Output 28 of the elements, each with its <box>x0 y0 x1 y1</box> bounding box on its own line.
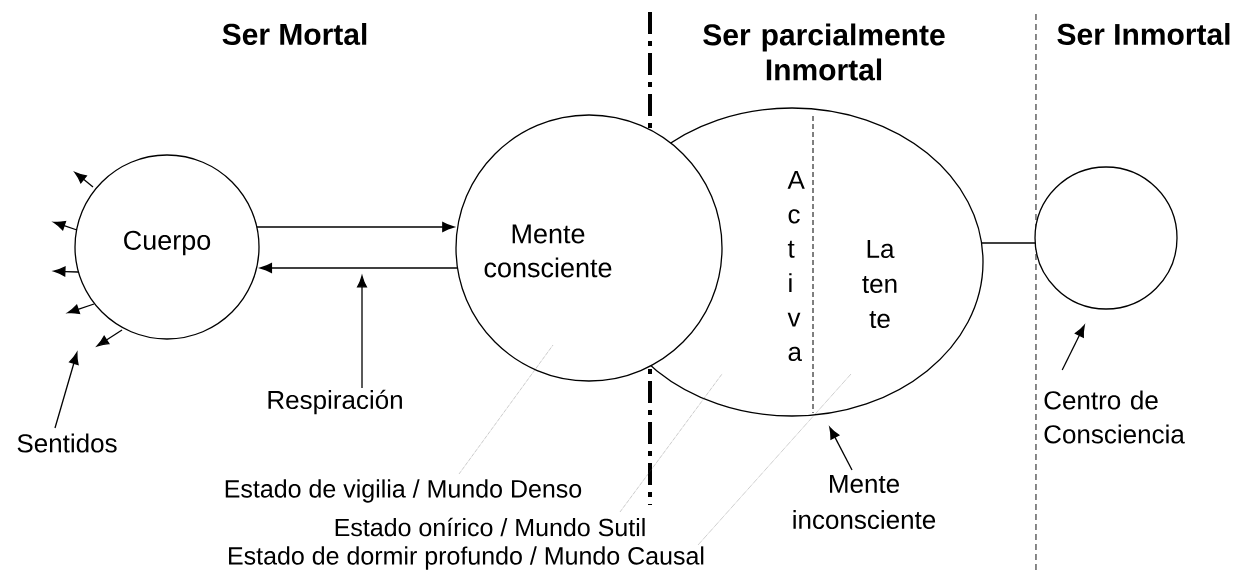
leader-line <box>697 373 852 546</box>
arrow <box>96 329 123 347</box>
text-label: Estado de dormir profundo / Mundo Causal <box>229 546 704 570</box>
arrow <box>256 222 455 232</box>
circle-node: Mente consciente <box>455 114 723 382</box>
heading: Ser Mortal <box>222 23 367 45</box>
leader-line <box>458 344 554 475</box>
circle-node: Cuerpo <box>74 154 260 340</box>
arrow <box>67 303 95 315</box>
text-label: Estado de vigilia / Mundo Denso <box>225 479 582 503</box>
text-label: Respiración <box>268 389 402 415</box>
circle-node <box>1034 166 1178 310</box>
heading: Ser Inmortal <box>1057 23 1230 45</box>
arrow <box>53 220 78 231</box>
text-label: Estado onírico / Mundo Sutil <box>335 517 645 537</box>
connector-line <box>980 242 1036 244</box>
arrow <box>357 275 367 389</box>
arrow <box>53 266 79 277</box>
arrow <box>54 352 79 429</box>
arrow <box>74 171 94 188</box>
heading: Ser parcialmente Inmortal <box>703 23 945 81</box>
arrow <box>1061 325 1085 371</box>
text-label: Mente inconsciente <box>793 474 936 530</box>
arrow <box>260 263 459 273</box>
text-label: Centro de Consciencia <box>1044 390 1185 444</box>
arrow <box>829 426 853 471</box>
leader-line <box>619 373 723 513</box>
text-label: Sentidos <box>17 433 117 453</box>
